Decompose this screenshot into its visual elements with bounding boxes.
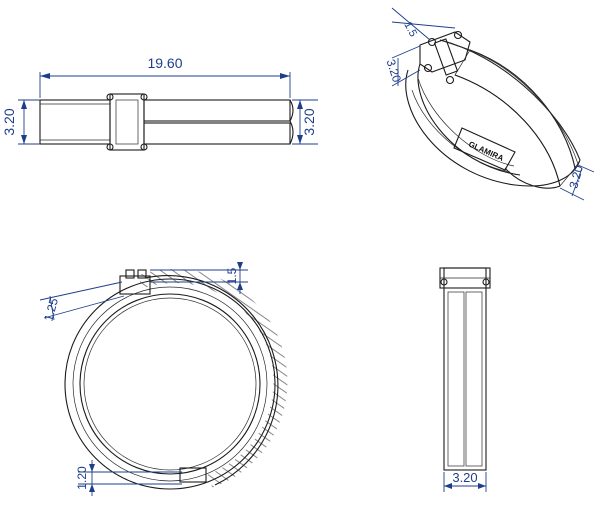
- dim-front-side-label: 1.25: [41, 296, 61, 322]
- braid-lower: [143, 122, 291, 145]
- clasp: [119, 275, 151, 295]
- dim-iso-width-label: 3.20: [566, 164, 586, 190]
- dim-clasp-label: 1.5: [401, 20, 419, 39]
- screw-icon: [106, 93, 114, 101]
- screw-icon: [453, 30, 463, 40]
- isometric-view: GLAMIRA 1.5 3.20 3.20: [384, 7, 595, 201]
- dim-left-height-label: 3.20: [1, 108, 17, 135]
- screw-icon: [440, 278, 448, 286]
- dim-front-bottom-label: 1.20: [75, 466, 89, 490]
- screw-icon: [482, 278, 490, 286]
- braid-right: [465, 291, 483, 467]
- band-side: [443, 267, 487, 471]
- dim-front-top-label: 1.5: [225, 267, 239, 284]
- dim-iso-height-label: 3.20: [384, 57, 405, 84]
- screw-icon: [445, 75, 455, 85]
- clasp: [109, 93, 145, 151]
- braid-upper: [143, 99, 291, 122]
- braid-left: [447, 291, 465, 467]
- dim-right-height-label: 3.20: [301, 108, 317, 135]
- clasp: [419, 31, 471, 73]
- screw-icon: [423, 63, 433, 73]
- screw-icon: [427, 37, 437, 47]
- braid-side: [454, 49, 576, 187]
- dim-side-width-label: 3.20: [452, 470, 477, 485]
- brand-engraving: GLAMIRA: [467, 140, 505, 163]
- screw-icon: [106, 143, 114, 151]
- engraving-plate: [453, 127, 516, 171]
- ring-inner: [79, 293, 261, 475]
- front-view: 1.5 1.25 1.20: [39, 262, 288, 496]
- braid-arc: [137, 269, 288, 488]
- dim-length-label: 19.60: [147, 55, 182, 71]
- side-view: 3.20: [439, 267, 491, 492]
- braid-top: [439, 39, 581, 169]
- top-view: 19.60 3.20 3.20: [1, 55, 318, 151]
- band-plain-segment: [39, 99, 111, 145]
